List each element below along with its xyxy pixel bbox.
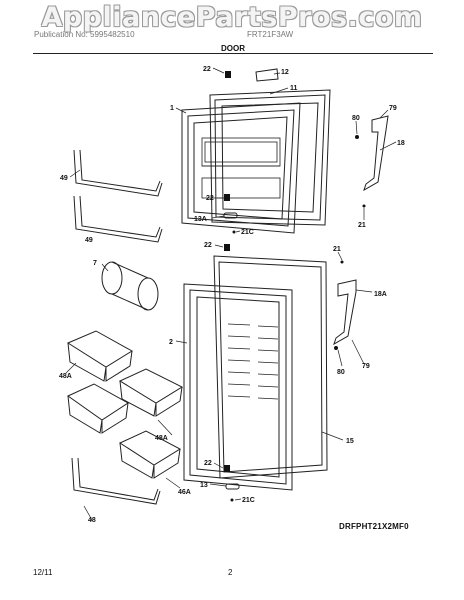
callout-label: 7 (93, 260, 97, 267)
door-bin-upper-right (118, 368, 184, 417)
callout-label: 49 (60, 175, 68, 182)
callout-label: 22 (206, 195, 214, 202)
callout-label: 79 (362, 363, 370, 370)
freezer-shelf-bar-lower (73, 195, 163, 243)
callout-label: 1 (170, 105, 174, 112)
page-number: 2 (228, 568, 233, 577)
callout-label: 22 (203, 66, 211, 73)
diagram-code: DRFPHT21X2MF0 (339, 522, 409, 531)
fresh-food-door-gasket (183, 283, 293, 491)
callout-label: 11 (290, 85, 298, 92)
door-bin-lower-left (67, 383, 129, 434)
freezer-door-panel (209, 89, 331, 226)
watermark-logo: AppliancePartsPros.com (41, 2, 423, 33)
callout-label: 21 (333, 246, 341, 253)
dairy-door-canister (101, 261, 159, 311)
callout-label: 21 (358, 222, 366, 229)
upper-hinge-bracket (363, 115, 389, 192)
callout-label: 49 (85, 237, 93, 244)
hinge-pins (223, 212, 240, 490)
fresh-food-door-panel (213, 255, 328, 479)
door-shelf-ribs (227, 323, 279, 400)
callout-label: 80 (352, 115, 360, 122)
screw-parts (224, 71, 366, 502)
freezer-door-gasket (181, 102, 301, 234)
callout-label: 13A (194, 216, 207, 223)
callout-label: 22 (204, 460, 212, 467)
callout-label: 48A (155, 435, 168, 442)
callout-label: 18 (397, 140, 405, 147)
callout-label: 12 (281, 69, 289, 76)
callout-label: 80 (337, 369, 345, 376)
lower-hinge-bracket (333, 279, 357, 346)
callout-label: 21C (241, 229, 254, 236)
freezer-inner-liner (201, 137, 281, 199)
door-shelf-bar-bottom (71, 457, 161, 505)
badge-part (255, 68, 279, 82)
callout-label: 2 (169, 339, 173, 346)
freezer-shelf-bar-upper (73, 149, 163, 197)
door-bin-upper-left (66, 330, 133, 382)
callout-label: 22 (204, 242, 212, 249)
callout-label: 79 (389, 105, 397, 112)
header-divider (33, 53, 433, 54)
callout-label: 15 (346, 438, 354, 445)
callout-label: 46A (178, 489, 191, 496)
callout-label: 21C (242, 497, 255, 504)
model-number: FRT21F3AW (247, 30, 294, 39)
footer-date: 12/11 (33, 568, 53, 577)
callout-label: 18A (374, 291, 387, 298)
callout-label: 13 (200, 482, 208, 489)
publication-number: Publication No: 5995482510 (34, 30, 135, 39)
section-title: DOOR (221, 44, 245, 53)
callout-label: 48 (88, 517, 96, 524)
callout-label: 48A (59, 373, 72, 380)
door-bin-lower-right (118, 430, 182, 479)
